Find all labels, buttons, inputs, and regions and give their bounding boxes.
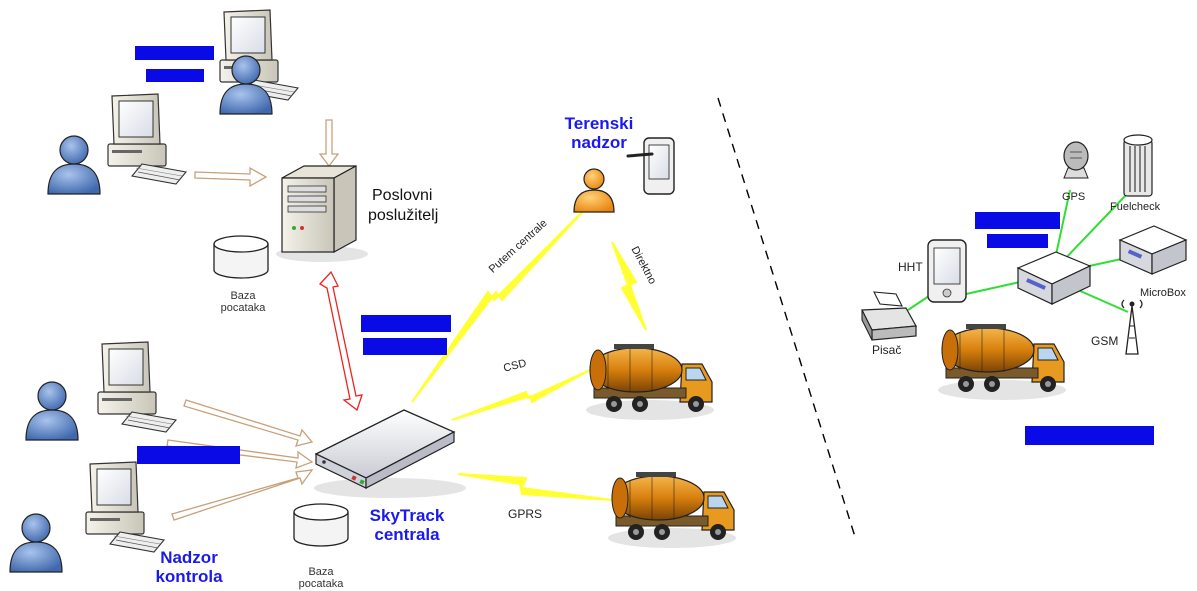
database-label-line: Baza <box>230 290 256 302</box>
device-label-microbox: MicroBox <box>1140 287 1186 299</box>
database-icon <box>293 503 349 547</box>
truck-icon <box>937 323 1067 401</box>
control-label-line: kontrola <box>155 567 223 586</box>
redaction-bar <box>361 315 451 332</box>
microbox-icon <box>1118 225 1188 275</box>
central-label-line: centrala <box>374 525 440 544</box>
database-label: Baza pocataka <box>290 566 352 590</box>
link-label-gprs: GPRS <box>508 507 543 521</box>
person-icon <box>47 135 101 195</box>
server-label: Poslovni poslužitelj <box>368 186 438 226</box>
redaction-bar <box>135 46 214 60</box>
fuelcheck-icon <box>1123 134 1153 197</box>
divider-line <box>717 97 857 541</box>
central-label-line: SkyTrack <box>369 506 445 525</box>
arrows-to-server <box>194 119 340 188</box>
server-label-line: Poslovni <box>372 187 433 204</box>
person-icon <box>573 168 615 213</box>
redaction-bar <box>137 446 240 464</box>
redaction-bar <box>975 212 1060 229</box>
gps-icon <box>1063 141 1089 179</box>
pda-icon <box>927 239 967 303</box>
person-icon <box>25 381 79 441</box>
device-label-hht: HHT <box>898 260 923 274</box>
database-label: Baza pocataka <box>216 290 270 314</box>
device-label-printer: Pisač <box>872 343 902 357</box>
device-label-gps: GPS <box>1062 191 1086 203</box>
server-icon <box>276 164 368 262</box>
computer-icon <box>97 341 177 433</box>
computer-icon <box>85 461 165 553</box>
field-supervision-line: Terenski <box>564 114 634 133</box>
central-label: SkyTrack centrala <box>358 506 456 544</box>
database-label-line: pocataka <box>298 578 344 590</box>
server-label-line: poslužitelj <box>368 207 439 224</box>
pda-icon <box>626 137 675 195</box>
truck-icon <box>607 471 737 549</box>
antenna-icon <box>1121 299 1143 355</box>
field-supervision-line: nadzor <box>571 133 627 152</box>
redaction-bar <box>987 234 1048 248</box>
control-label: Nadzor kontrola <box>144 548 234 586</box>
database-icon <box>213 235 269 279</box>
redaction-bar <box>363 338 447 355</box>
device-label-gsm: GSM <box>1091 334 1119 348</box>
truck-icon <box>585 343 715 421</box>
printer-icon <box>861 291 917 341</box>
control-label-line: Nadzor <box>160 548 218 567</box>
computer-icon <box>107 93 187 185</box>
database-label-line: pocataka <box>220 302 266 314</box>
router-icon <box>1016 251 1092 305</box>
device-label-fuelcheck: Fuelcheck <box>1110 201 1161 213</box>
redaction-bar <box>146 69 204 82</box>
server-central-link <box>318 270 363 412</box>
redaction-bar <box>1025 426 1154 445</box>
database-label-line: Baza <box>308 566 334 578</box>
router-icon <box>314 409 466 498</box>
person-icon <box>9 513 63 573</box>
field-supervision-label: Terenski nadzor <box>552 114 646 152</box>
